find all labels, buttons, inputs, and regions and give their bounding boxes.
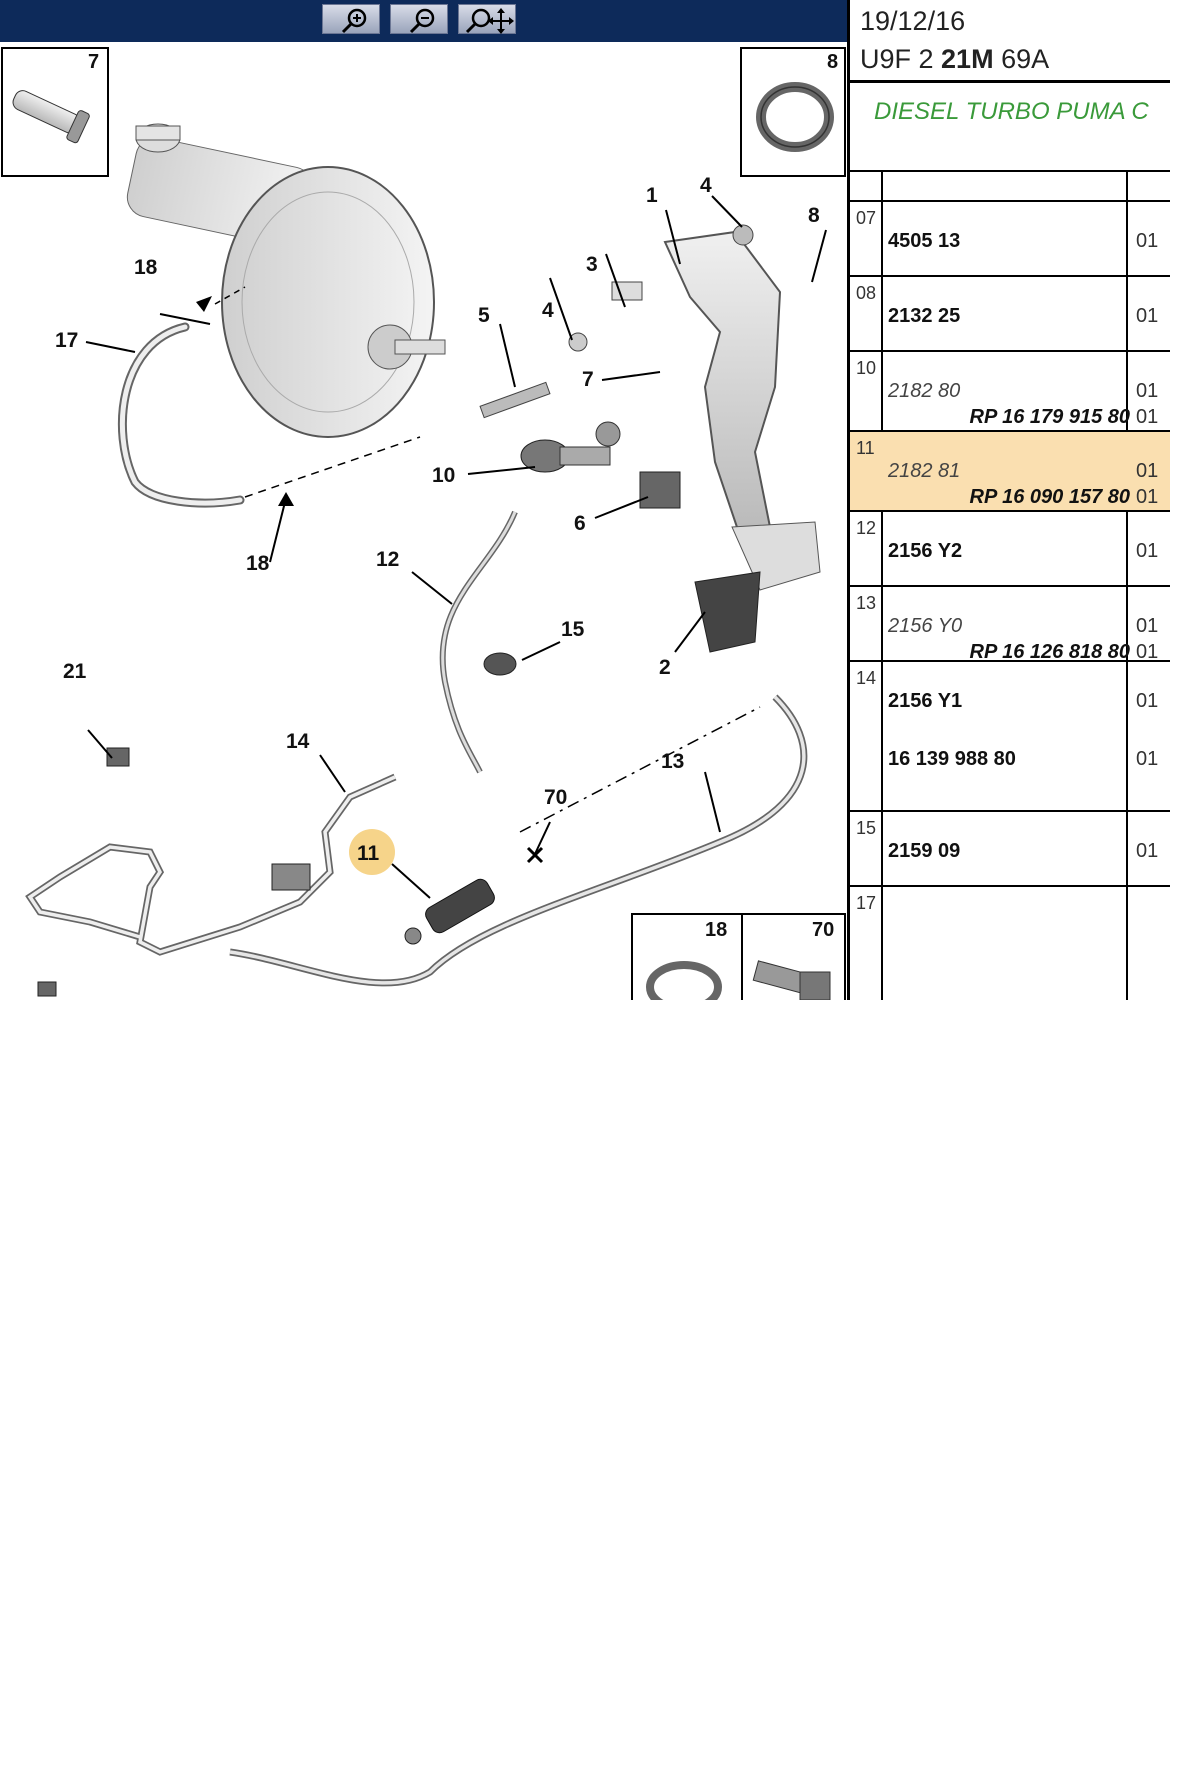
fastener-mark-70 (526, 846, 544, 864)
part-qty: 01 (1136, 460, 1159, 482)
catalog-code: U9F 2 21M 69A (860, 44, 1049, 75)
callout-11[interactable]: 11 (357, 842, 380, 865)
inset-label-7: 7 (88, 51, 99, 73)
inset-label-8: 8 (827, 51, 838, 73)
part-qty: 01 (1136, 615, 1159, 637)
callout-3[interactable]: 3 (586, 253, 598, 276)
part-ref2: 16 139 988 80 (888, 748, 1016, 770)
parts-list-panel: 19/12/16 U9F 2 21M 69A DIESEL TURBO PUMA… (847, 0, 1180, 1000)
catalog-date: 19/12/16 (860, 6, 966, 36)
callout-70[interactable]: 70 (544, 786, 567, 809)
inset-label-70: 70 (812, 919, 834, 941)
part-ref: 2159 09 (888, 840, 961, 862)
part-num: 10 (856, 358, 877, 378)
part-qty: 01 (1136, 305, 1159, 327)
callout-13[interactable]: 13 (661, 750, 684, 773)
callout-5[interactable]: 5 (478, 304, 490, 327)
clutch-pedal (663, 224, 821, 653)
part-ref: 2182 81 (888, 460, 961, 482)
callout-12[interactable]: 12 (376, 548, 399, 571)
inset-label-18: 18 (705, 919, 727, 941)
callout-6[interactable]: 6 (574, 512, 586, 535)
part-num: 13 (856, 593, 877, 613)
part-ref: 2156 Y1 (888, 690, 963, 712)
callout-7[interactable]: 7 (582, 368, 594, 391)
inset-box-7[interactable]: 7 (1, 47, 109, 177)
brake-booster (126, 123, 446, 438)
part-rp: RP 16 126 818 80 (969, 641, 1131, 663)
callout-17[interactable]: 17 (55, 329, 78, 352)
callout-4b[interactable]: 4 (542, 299, 554, 322)
part-num: 11 (856, 438, 875, 458)
highlight-callout-11 (349, 829, 395, 875)
callout-18a[interactable]: 18 (134, 256, 158, 279)
part-num: 07 (856, 208, 877, 228)
catalog-code-prefix: U9F 2 (860, 44, 942, 74)
table-header-row (850, 170, 1170, 200)
zoom-in-button[interactable] (322, 4, 380, 34)
part-num: 17 (856, 893, 877, 913)
callout-14[interactable]: 14 (286, 730, 310, 753)
part-qty: 01 (1136, 380, 1159, 402)
zoom-out-button[interactable] (390, 4, 448, 34)
callout-1[interactable]: 1 (646, 184, 658, 207)
part-qty: 01 (1136, 840, 1159, 862)
catalog-code-suffix: 69A (993, 44, 1050, 74)
table-row[interactable]: 12 2156 Y2 01 (850, 510, 1170, 585)
callout-2[interactable]: 2 (659, 656, 671, 679)
header-divider (850, 80, 1170, 83)
inset-box-8[interactable]: 8 (740, 47, 846, 177)
part-ref: 2132 25 (888, 305, 961, 327)
part-num: 12 (856, 518, 877, 538)
part-rp: RP 16 090 157 80 (969, 486, 1131, 508)
part-rp: RP 16 179 915 80 (969, 406, 1131, 428)
zoom-out-icon (409, 8, 435, 34)
callout-8[interactable]: 8 (808, 204, 820, 227)
part-qty: 01 (1136, 230, 1159, 252)
part-num: 08 (856, 283, 877, 303)
table-row[interactable]: 14 2156 Y1 01 16 139 988 80 01 (850, 660, 1170, 810)
master-cylinder-10 (520, 421, 621, 473)
hose-17 (117, 322, 245, 508)
zoom-toolbar (0, 0, 847, 42)
inset-box-18[interactable]: 18 (631, 913, 743, 1000)
table-row[interactable]: 08 2132 25 01 (850, 275, 1170, 350)
table-row[interactable]: 15 2159 09 01 (850, 810, 1170, 885)
part-ref: 2156 Y0 (888, 615, 963, 637)
inset-box-70[interactable]: 70 (741, 913, 846, 1000)
callout-21[interactable]: 21 (63, 660, 87, 683)
callout-18b[interactable]: 18 (246, 552, 270, 575)
part-ref: 2182 80 (888, 380, 961, 402)
part-rp-qty: 01 (1136, 486, 1159, 508)
engine-label: DIESEL TURBO PUMA C (874, 98, 1149, 125)
part-ref: 2156 Y2 (888, 540, 963, 562)
parts-diagram[interactable]: 7 8 (0, 42, 847, 1000)
part-rp-qty: 01 (1136, 406, 1159, 428)
parts-catalog-viewer: 7 8 (0, 0, 1180, 1000)
part-qty2: 01 (1136, 748, 1159, 770)
part-qty: 01 (1136, 690, 1159, 712)
part-num: 14 (856, 668, 877, 688)
pan-button[interactable] (458, 4, 516, 34)
part-ref: 4505 13 (888, 230, 961, 252)
table-row[interactable]: 07 4505 13 01 (850, 200, 1170, 275)
part-num: 15 (856, 818, 877, 838)
exploded-view-illustration: 7 8 (1, 47, 846, 1000)
table-row[interactable]: 17 (850, 885, 1170, 925)
zoom-pan-icon (465, 8, 514, 34)
callout-15[interactable]: 15 (561, 618, 585, 641)
zoom-in-icon (341, 8, 367, 34)
part-rp-qty: 01 (1136, 641, 1159, 663)
catalog-code-group: 21M (941, 44, 994, 74)
callout-4a[interactable]: 4 (700, 174, 712, 197)
slave-cylinder-11 (404, 878, 495, 945)
callout-10[interactable]: 10 (432, 464, 455, 487)
part-qty: 01 (1136, 540, 1159, 562)
